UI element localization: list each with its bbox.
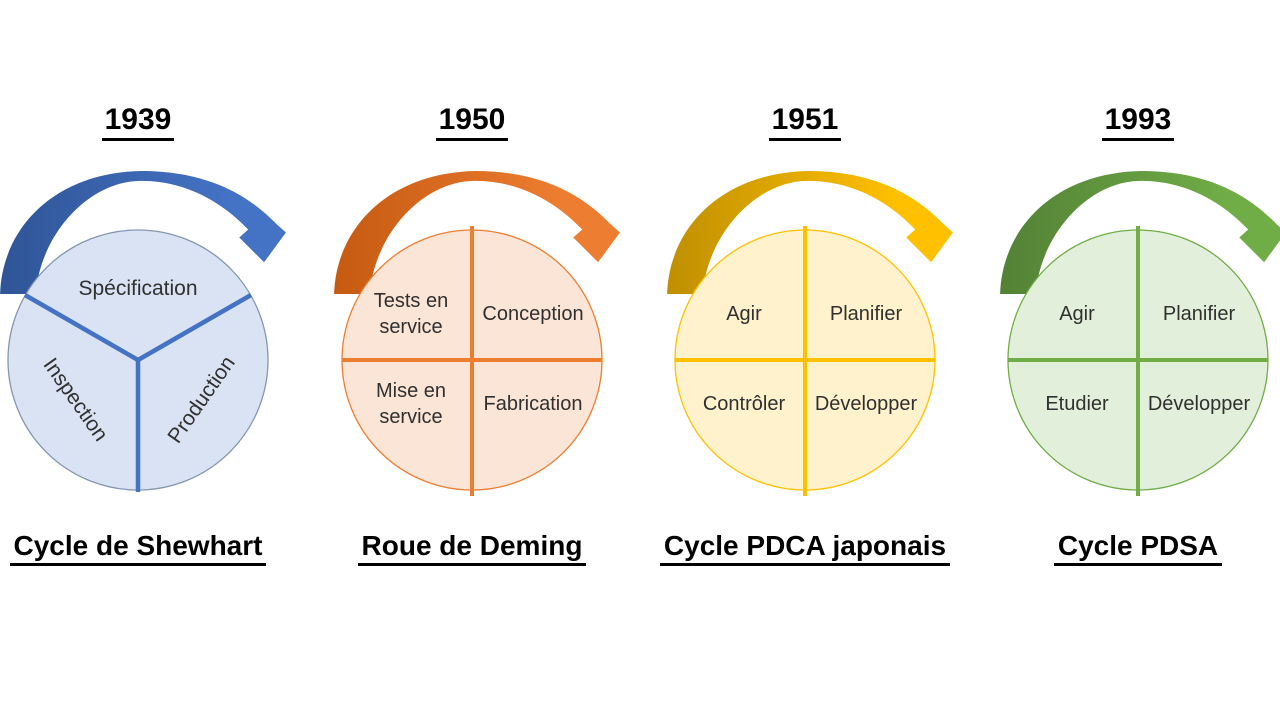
quadrant-label-bottom-right: Développer	[1147, 392, 1251, 415]
cycle-title: Cycle PDSA	[978, 530, 1280, 566]
quadrant-label-top-right: Planifier	[829, 302, 903, 325]
panel-pdsa: 1993 Agir Planifier Etudier Développer C…	[978, 0, 1280, 720]
panel-shewhart: 1939 Spécification Inspection Production…	[0, 0, 298, 720]
quadrant-label-top-right: Conception	[482, 302, 584, 325]
cycle-title-text: Cycle PDCA japonais	[659, 530, 951, 566]
year-label: 1993	[978, 103, 1280, 141]
year-text: 1993	[1101, 103, 1175, 141]
quadrant-label-bottom-right: Fabrication	[483, 392, 583, 415]
quadrant-label-bottom-left: Mise en service	[375, 379, 447, 428]
year-text: 1951	[768, 103, 842, 141]
cycle-title: Cycle PDCA japonais	[645, 530, 965, 566]
quadrant-label-top-left: Tests en service	[373, 289, 449, 338]
quadrant-label-top-right: Planifier	[1162, 302, 1236, 325]
quadrant-label-bottom-left: Etudier	[1045, 392, 1109, 415]
cycle-title: Roue de Deming	[312, 530, 632, 566]
panel-pdca: 1951 Agir Planifier Contrôler Développer…	[645, 0, 965, 720]
quadrant-label-top-left: Agir	[1059, 302, 1095, 325]
quadrant-label-top-left: Agir	[726, 302, 762, 325]
cycle-title-text: Cycle de Shewhart	[9, 530, 267, 566]
cycle-arrow-icon	[0, 170, 286, 295]
segment-label-top: Spécification	[78, 277, 198, 300]
cycle-title: Cycle de Shewhart	[0, 530, 298, 566]
panel-deming: 1950 Tests en service Conception Mise en…	[312, 0, 632, 720]
cycle-circle	[674, 226, 936, 496]
cycle-circle	[341, 226, 603, 496]
cycle-title-text: Roue de Deming	[357, 530, 587, 566]
cycle-circle	[1007, 226, 1269, 496]
year-label: 1939	[0, 103, 298, 141]
year-label: 1950	[312, 103, 632, 141]
cycle-circle	[7, 229, 269, 492]
cycle-arrow-icon	[334, 170, 620, 295]
quadrant-label-bottom-left: Contrôler	[702, 392, 786, 415]
year-text: 1939	[101, 103, 175, 141]
quadrant-label-bottom-right: Développer	[814, 392, 918, 415]
year-label: 1951	[645, 103, 965, 141]
year-text: 1950	[435, 103, 509, 141]
cycle-arrow-icon	[1000, 170, 1280, 295]
cycle-arrow-icon	[667, 170, 953, 295]
cycle-title-text: Cycle PDSA	[1053, 530, 1223, 566]
